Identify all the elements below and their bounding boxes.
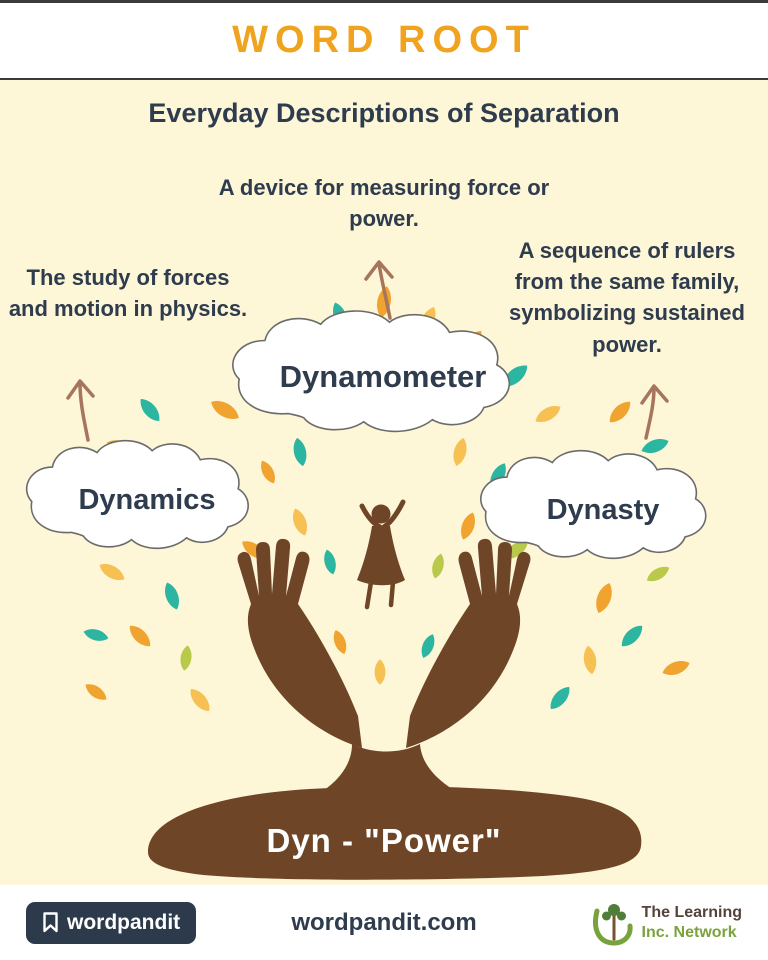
page-title: WORD ROOT <box>232 19 536 61</box>
cloud-dynamics: Dynamics <box>18 438 276 556</box>
cloud-dynasty: Dynasty <box>472 448 734 566</box>
website-url: wordpandit.com <box>291 908 477 936</box>
definition-dynamics: The study of forces and motion in physic… <box>8 265 248 322</box>
header: WORD ROOT <box>0 0 768 80</box>
trunk <box>294 744 486 806</box>
bookmark-icon <box>43 912 58 933</box>
wordpandit-logo-text: wordpandit <box>67 910 181 934</box>
partner-logo: The Learning Inc. Network <box>589 899 742 947</box>
right-hand <box>406 538 531 748</box>
definition-dynasty: A sequence of rulers from the same famil… <box>509 238 745 357</box>
arrow-up-icon-left <box>66 379 95 442</box>
word-dynamics: Dynamics <box>78 483 216 516</box>
subtitle: Everyday Descriptions of Separation <box>148 98 620 128</box>
infographic-body: Everyday Descriptions of Separation <box>0 80 768 885</box>
cloud-shape <box>18 438 276 556</box>
partner-name-line1: The Learning <box>641 903 742 921</box>
learning-network-tree-icon <box>592 903 633 946</box>
root-word: Dyn - "Power" <box>266 822 502 859</box>
definition-dynamometer: A device for measuring force or power. <box>218 175 550 232</box>
left-hand <box>237 538 362 748</box>
child-silhouette <box>357 499 406 610</box>
word-dynasty: Dynasty <box>546 493 660 526</box>
word-dynamometer: Dynamometer <box>279 359 487 394</box>
hands-illustration <box>237 538 531 806</box>
partner-name-line2: Inc. Network <box>641 923 737 941</box>
footer: wordpandit wordpandit.com The Learning I… <box>0 885 768 960</box>
wordpandit-logo: wordpandit <box>26 901 197 944</box>
arrow-up-icon-right <box>640 384 669 440</box>
